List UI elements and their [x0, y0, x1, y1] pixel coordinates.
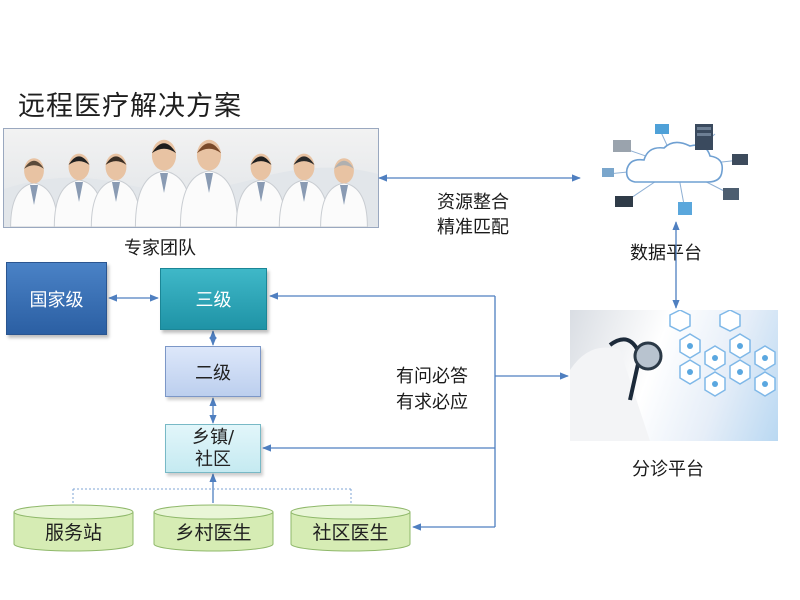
doctor-figure	[235, 153, 287, 227]
town-label-line1: 乡镇/	[191, 426, 235, 448]
national-level-label: 国家级	[29, 289, 84, 311]
village-doctor-cylinder: 乡村医生	[153, 504, 274, 552]
resource-matching-label: 资源整合 精准匹配	[437, 190, 509, 240]
service-station-cylinder: 服务站	[13, 504, 134, 552]
service-station-label: 服务站	[44, 522, 102, 544]
resource-label-line1: 资源整合	[437, 192, 509, 213]
doctor-figure	[10, 158, 58, 227]
triage-platform-label: 分诊平台	[632, 459, 704, 480]
tier3-label: 三级	[195, 290, 232, 311]
town-label-line2: 社区	[195, 448, 231, 470]
community-doctor-label: 社区医生	[312, 522, 389, 544]
data-platform-label: 数据平台	[630, 243, 702, 264]
doctors-group-image	[4, 129, 378, 227]
doctor-figure	[179, 139, 239, 227]
cloud-network-icon	[600, 122, 755, 217]
expert-team-label: 专家团队	[124, 238, 196, 259]
doctor-figure	[320, 158, 368, 227]
response-label-line2: 有求必应	[396, 392, 468, 413]
tier2-label: 二级	[195, 362, 231, 384]
doctor-figure	[90, 153, 142, 227]
community-doctor-cylinder: 社区医生	[290, 504, 411, 552]
expert-team-photo	[3, 128, 379, 228]
tier2-hospital-box: 二级	[165, 346, 261, 397]
town-community-box: 乡镇/ 社区	[165, 424, 261, 473]
doctor-figure	[278, 153, 330, 227]
resource-label-line2: 精准匹配	[437, 217, 509, 238]
page-title: 远程医疗解决方案	[18, 91, 242, 122]
tier3-hospital-box: 三级	[160, 268, 267, 330]
doctor-stethoscope-icon	[570, 310, 778, 441]
village-doctor-label: 乡村医生	[175, 522, 252, 544]
national-level-box: 国家级	[6, 262, 107, 335]
response-label: 有问必答 有求必应	[396, 364, 468, 416]
response-label-line1: 有问必答	[396, 366, 468, 387]
